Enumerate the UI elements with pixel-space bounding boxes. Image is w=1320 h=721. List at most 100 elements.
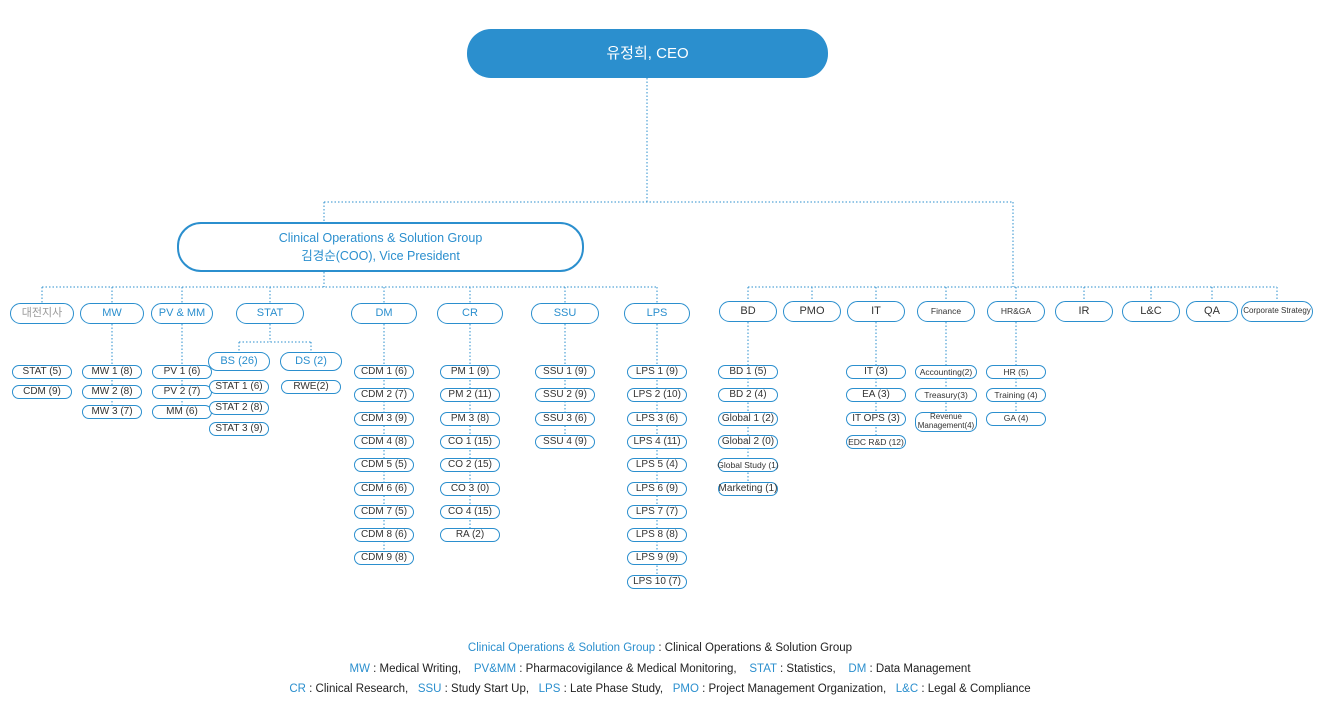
team-cdm-1-6: CDM 1 (6) (354, 365, 414, 379)
team-lps-1-9: LPS 1 (9) (627, 365, 687, 379)
team-cdm-4-8: CDM 4 (8) (354, 434, 414, 449)
team-ssu-4-9: SSU 4 (9) (535, 434, 595, 449)
team-pv-1-6: PV 1 (6) (152, 365, 212, 379)
legend-line-2: MW : Medical Writing, PV&MM : Pharmacovi… (0, 663, 1320, 675)
legend-definition: : Clinical Research, (305, 683, 418, 695)
team-pm-1-9: PM 1 (9) (440, 365, 500, 379)
team-mw-2-8: MW 2 (8) (82, 385, 142, 399)
legend-line-3: CR : Clinical Research, SSU : Study Star… (0, 683, 1320, 695)
legend-definition: : Statistics, (776, 663, 849, 675)
team-global-2-0: Global 2 (0) (718, 434, 778, 449)
team-lps-9-9: LPS 9 (9) (627, 551, 687, 566)
legend-abbr: DM (848, 663, 867, 675)
legend-definition: : Project Management Organization, (698, 683, 896, 695)
team-ra-2: RA (2) (440, 528, 500, 543)
team-revenue-management-4: Revenue Management(4) (915, 411, 977, 432)
legend-definition: : Data Management (866, 663, 971, 675)
team-ssu-2-9: SSU 2 (9) (535, 388, 595, 403)
team-it-3: IT (3) (846, 365, 906, 379)
team-cdm-9-8: CDM 9 (8) (354, 551, 414, 566)
dept-pmo: PMO (783, 301, 841, 322)
team-co-4-15: CO 4 (15) (440, 504, 500, 519)
team-cdm-9: CDM (9) (12, 385, 72, 399)
dept-mw: MW (80, 303, 144, 324)
coo-person: 김경순(COO), Vice President (301, 248, 460, 263)
team-lps-8-8: LPS 8 (8) (627, 528, 687, 543)
team-co-1-15: CO 1 (15) (440, 434, 500, 449)
dept-lps: LPS (624, 303, 690, 324)
team-global-1-2: Global 1 (2) (718, 411, 778, 426)
subgroup-bs-26: BS (26) (208, 352, 270, 371)
legend-line-1: Clinical Operations & Solution Group : C… (0, 642, 1320, 654)
legend-abbr: LPS (538, 683, 561, 695)
dept-l-c: L&C (1122, 301, 1180, 322)
dept-hr-ga: HR&GA (987, 301, 1045, 322)
legend-abbr: PMO (672, 683, 699, 695)
team-ssu-1-9: SSU 1 (9) (535, 365, 595, 379)
team-bd-2-4: BD 2 (4) (718, 388, 778, 403)
team-hr-5: HR (5) (986, 365, 1046, 379)
legend-definition: : Clinical Operations & Solution Group (655, 642, 853, 654)
dept-stat: STAT (236, 303, 304, 324)
dept-it: IT (847, 301, 905, 322)
team-training-4: Training (4) (986, 388, 1046, 403)
team-cdm-2-7: CDM 2 (7) (354, 388, 414, 403)
team-marketing-1: Marketing (1) (718, 481, 778, 496)
dept-qa: QA (1186, 301, 1238, 322)
legend-definition: : Legal & Compliance (918, 683, 1031, 695)
legend-abbr: STAT (749, 663, 777, 675)
legend-definition: : Late Phase Study, (560, 683, 673, 695)
subgroup-ds-2: DS (2) (280, 352, 342, 371)
team-pv-2-7: PV 2 (7) (152, 385, 212, 399)
team-mm-6: MM (6) (152, 405, 212, 419)
team-mw-3-7: MW 3 (7) (82, 405, 142, 419)
ceo-box: 유정희, CEO (467, 29, 828, 78)
legend-definition: : Study Start Up, (441, 683, 539, 695)
legend-abbr: CR (289, 683, 306, 695)
dept-finance: Finance (917, 301, 975, 322)
legend-abbr: PV&MM (473, 663, 517, 675)
team-ga-4: GA (4) (986, 411, 1046, 426)
team-stat-1-6: STAT 1 (6) (209, 380, 269, 394)
coo-group-name: Clinical Operations & Solution Group (278, 231, 483, 245)
team-lps-10-7: LPS 10 (7) (627, 574, 687, 589)
coo-box: Clinical Operations & Solution Group 김경순… (177, 222, 584, 272)
team-global-study-1: Global Study (1) (717, 458, 779, 473)
dept-ir: IR (1055, 301, 1113, 322)
team-pm-3-8: PM 3 (8) (440, 411, 500, 426)
dept-bd: BD (719, 301, 777, 322)
team-cdm-7-5: CDM 7 (5) (354, 504, 414, 519)
team-cdm-5-5: CDM 5 (5) (354, 458, 414, 473)
team-edc-r-d-12: EDC R&D (12) (846, 434, 906, 449)
legend-abbr: MW (349, 663, 370, 675)
team-lps-5-4: LPS 5 (4) (627, 458, 687, 473)
team-co-2-15: CO 2 (15) (440, 458, 500, 473)
team-stat-5: STAT (5) (12, 365, 72, 379)
team-lps-7-7: LPS 7 (7) (627, 504, 687, 519)
dept-ssu: SSU (531, 303, 599, 324)
team-accounting-2: Accounting(2) (915, 365, 977, 379)
team-cdm-3-9: CDM 3 (9) (354, 411, 414, 426)
team-ea-3: EA (3) (846, 388, 906, 403)
team-stat-2-8: STAT 2 (8) (209, 401, 269, 415)
team-pm-2-11: PM 2 (11) (440, 388, 500, 403)
dept-daejeon: 대전지사 (10, 303, 74, 324)
team-stat-3-9: STAT 3 (9) (209, 422, 269, 436)
team-co-3-0: CO 3 (0) (440, 481, 500, 496)
team-lps-3-6: LPS 3 (6) (627, 411, 687, 426)
legend-abbr: SSU (417, 683, 442, 695)
legend-abbr: L&C (895, 683, 919, 695)
team-bd-1-5: BD 1 (5) (718, 365, 778, 379)
team-cdm-8-6: CDM 8 (6) (354, 528, 414, 543)
dept-cr: CR (437, 303, 503, 324)
legend-abbr: Clinical Operations & Solution Group (467, 642, 656, 654)
team-rwe-2: RWE(2) (281, 380, 341, 394)
dept-pv-mm: PV & MM (151, 303, 213, 324)
team-cdm-6-6: CDM 6 (6) (354, 481, 414, 496)
team-treasury-3: Treasury(3) (915, 388, 977, 403)
legend-definition: : Pharmacovigilance & Medical Monitoring… (516, 663, 750, 675)
team-lps-4-11: LPS 4 (11) (627, 434, 687, 449)
team-lps-2-10: LPS 2 (10) (627, 388, 687, 403)
legend-definition: : Medical Writing, (369, 663, 474, 675)
